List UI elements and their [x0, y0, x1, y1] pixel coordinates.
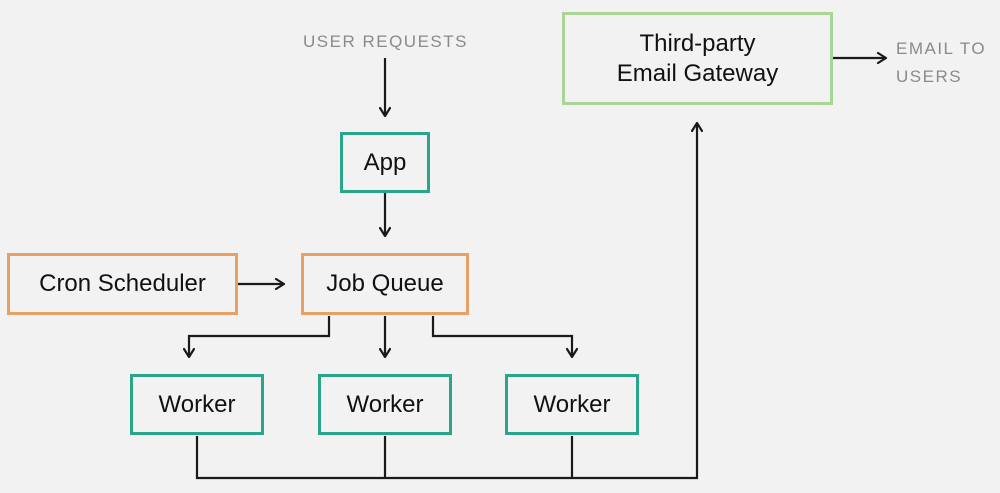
- app-node: App: [340, 132, 430, 193]
- email-gateway-node: Third-party Email Gateway: [562, 12, 833, 105]
- email-to-users-label: EMAIL TO USERS: [896, 39, 987, 86]
- worker-node: Worker: [130, 374, 264, 435]
- edge-workers-merge: [195, 123, 697, 480]
- cron-scheduler-node: Cron Scheduler: [7, 253, 238, 315]
- job-queue-node: Job Queue: [301, 253, 469, 315]
- worker-node: Worker: [505, 374, 639, 435]
- edge-queue-to-worker-1: [189, 316, 331, 357]
- edge-queue-to-worker-3: [431, 316, 572, 357]
- worker-node: Worker: [318, 374, 452, 435]
- user-requests-label: USER REQUESTS: [303, 32, 468, 51]
